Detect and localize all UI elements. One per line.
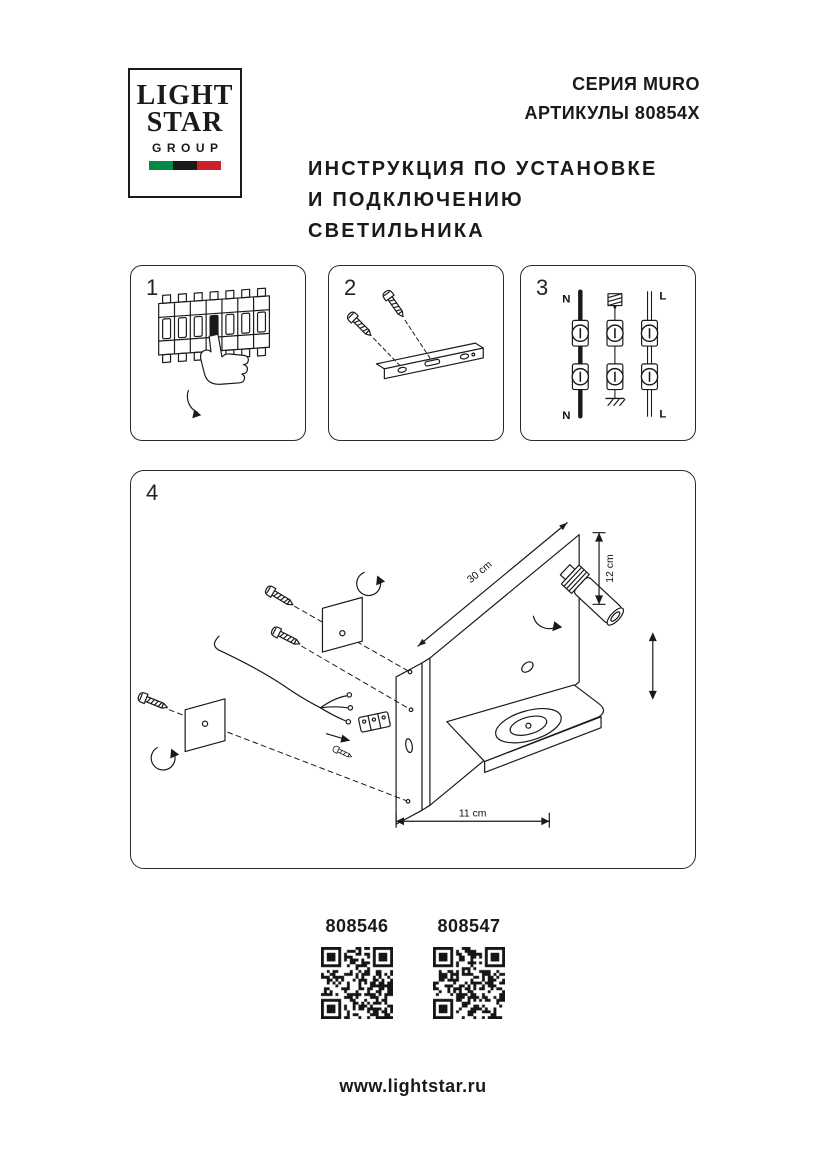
step3-wiring-diagram: N L N L: [562, 289, 666, 422]
mounting-plate: [184, 698, 226, 753]
shelf: [446, 684, 605, 774]
wire-connector-block: [358, 711, 391, 733]
screw-guide-dashed-line: [372, 337, 400, 366]
qr-code: [321, 947, 393, 1019]
screw-icon: [137, 692, 168, 709]
touch-button: [521, 661, 534, 673]
flip-down-arrowhead: [192, 409, 202, 419]
instruction-title: ИНСТРУКЦИЯ ПО УСТАНОВКЕ И ПОДКЛЮЧЕНИЮ СВ…: [308, 154, 700, 247]
circuit-breaker-panel: [158, 287, 271, 364]
logo-word-star: STAR: [146, 106, 224, 138]
logo-flag-bar: [149, 161, 221, 171]
stripped-wires: [319, 692, 354, 725]
dimension-11cm: 11 cm: [395, 808, 550, 828]
flag-red-segment: [197, 161, 221, 171]
wireless-charger-rings: [495, 708, 562, 744]
mount-hole: [408, 707, 414, 713]
step1-circuit-breaker-illustration: [158, 287, 271, 419]
cable-slot: [405, 738, 413, 754]
screw-icon: [382, 289, 404, 318]
screw-guide-dashed-line: [168, 709, 409, 802]
step4-assembly-diagram: 30 cm 12 cm 11 cm: [137, 522, 657, 828]
dimension-12cm: 12 cm: [592, 532, 616, 605]
terminal-block-bottom: [571, 363, 659, 391]
flag-green-segment: [149, 161, 173, 171]
wire-label-l-bottom: L: [659, 408, 666, 420]
step-2-number: 2: [344, 275, 357, 300]
product-codes: 808546 808547: [0, 916, 826, 1019]
lamp-back-panel: [395, 534, 580, 825]
step2-bracket-illustration: [346, 289, 484, 380]
mounting-bracket: [375, 342, 484, 380]
svg-text:11 cm: 11 cm: [459, 808, 487, 819]
website-url: www.lightstar.ru: [339, 1076, 487, 1096]
insert-arrow-icon: [325, 733, 351, 743]
qr-code: [433, 947, 505, 1019]
rotation-arrow-icon: [356, 571, 386, 597]
wire-label-l-top: L: [659, 291, 666, 303]
articles-title: АРТИКУЛЫ 80854X: [524, 103, 700, 123]
terminal-block-top: [571, 319, 659, 347]
screw-guide-dashed-line: [301, 645, 412, 711]
instruction-title-line1: ИНСТРУКЦИЯ ПО УСТАНОВКЕ: [308, 158, 658, 180]
article-number: 808546: [325, 916, 389, 936]
product-808546: 808546: [321, 916, 393, 1019]
screw-icon: [264, 585, 294, 606]
rotation-arrow-icon: [150, 747, 180, 771]
step-3-box: 3: [520, 265, 696, 441]
mount-hole: [407, 669, 413, 675]
step-1-number: 1: [146, 275, 159, 300]
instruction-title-line2: И ПОДКЛЮЧЕНИЮ СВЕТИЛЬНИКА: [308, 189, 524, 242]
screw-icon: [270, 626, 301, 645]
ground-symbol-icon: [605, 397, 626, 406]
header: СЕРИЯ MURO АРТИКУЛЫ 80854X ИНСТРУКЦИЯ ПО…: [308, 74, 700, 247]
height-adjust-arrow-icon: [648, 632, 657, 700]
wire-label-n-top: N: [562, 294, 570, 306]
logo-word-group: GROUP: [151, 141, 224, 156]
screw-guide-dashed-line: [404, 319, 431, 359]
power-cable: [213, 635, 322, 709]
step-4-number: 4: [146, 480, 159, 505]
product-808547: 808547: [433, 916, 505, 1019]
pointing-hand-icon: [199, 333, 249, 385]
article-number: 808547: [437, 916, 501, 936]
lightstar-logo: LIGHT STAR GROUP: [128, 68, 242, 198]
logo-word-light: LIGHT: [136, 80, 234, 111]
flip-down-arrow-icon: [186, 389, 198, 413]
switched-off-breaker-toggle: [209, 314, 219, 337]
rotation-arrow-icon: [532, 615, 563, 632]
screw-icon: [332, 745, 353, 758]
svg-text:12 cm: 12 cm: [605, 554, 616, 582]
screw-icon: [346, 311, 372, 337]
mounting-plate: [321, 596, 363, 653]
step-2-box: 2: [328, 265, 504, 441]
flag-black-segment: [173, 161, 197, 171]
step-4-box: 4: [130, 470, 696, 869]
step-3-number: 3: [536, 275, 549, 300]
mount-hole: [405, 798, 411, 804]
wire-label-n-bottom: N: [562, 410, 570, 422]
svg-text:30 cm: 30 cm: [466, 559, 495, 586]
fixing-screw-hatched-icon: [607, 293, 623, 311]
series-title: СЕРИЯ MURO: [572, 74, 700, 94]
step-1-box: 1: [130, 265, 306, 441]
